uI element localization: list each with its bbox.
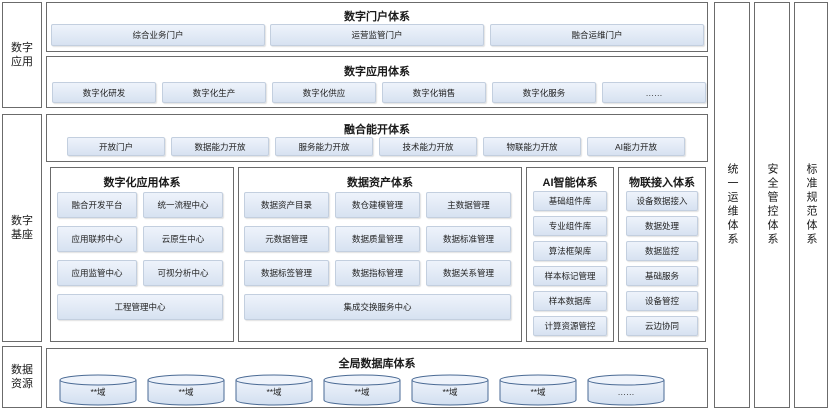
database-domain-label: **域	[90, 387, 106, 397]
ai-item: 算法框架库	[533, 241, 607, 261]
digital-app-item: 统一流程中心	[143, 192, 223, 218]
ai-title: AI智能体系	[542, 177, 598, 189]
data-asset-item: 数据标准管理	[426, 226, 511, 252]
database-domain-cylinder: **域	[147, 374, 225, 406]
iot-item: 数据处理	[626, 216, 698, 236]
digital-app-system: 数字化应用体系 融合开发平台统一流程中心应用联邦中心云原生中心应用监管中心可视分…	[50, 167, 234, 342]
digital-app-item: 云原生中心	[143, 226, 223, 252]
ops-system-column: 统一运维体系	[714, 2, 750, 408]
enablement-item: 物联能力开放	[483, 137, 581, 156]
application-item: 数字化销售	[382, 82, 486, 103]
database-domain-label: **域	[530, 387, 546, 397]
enablement-item: 开放门户	[67, 137, 165, 156]
data-asset-item: 主数据管理	[426, 192, 511, 218]
data-asset-item: 数据标签管理	[244, 260, 329, 286]
iot-item: 设备数据接入	[626, 191, 698, 211]
application-item: 数字化生产	[162, 82, 266, 103]
enablement-item: AI能力开放	[587, 137, 685, 156]
left-label-digital-base: 数字基座	[2, 114, 42, 342]
enablement-system: 融合能开体系 开放门户数据能力开放服务能力开放技术能力开放物联能力开放 AI能力开…	[46, 114, 708, 162]
application-item: 数字化供应	[272, 82, 376, 103]
database-domain-label: **域	[178, 387, 194, 397]
iot-title: 物联接入体系	[629, 177, 695, 189]
database-domain-label: ……	[618, 387, 635, 397]
database-system: 全局数据库体系 **域 **域 **域 **域 **域 **域 ……	[46, 348, 708, 408]
database-domain-label: **域	[354, 387, 370, 397]
database-domain-cylinder: **域	[235, 374, 313, 406]
ai-item: 专业组件库	[533, 216, 607, 236]
iot-item: 数据监控	[626, 241, 698, 261]
portal-item: 综合业务门户	[51, 24, 265, 46]
database-domain-cylinder: ……	[587, 374, 665, 406]
data-asset-item: 数仓建模管理	[335, 192, 420, 218]
database-domain-cylinder: **域	[59, 374, 137, 406]
ai-item: 基础组件库	[533, 191, 607, 211]
data-asset-item: 数据关系管理	[426, 260, 511, 286]
database-domain-cylinder: **域	[323, 374, 401, 406]
database-domain-cylinder: **域	[499, 374, 577, 406]
application-item: 数字化服务	[492, 82, 596, 103]
data-asset-item: 元数据管理	[244, 226, 329, 252]
portal-item: 融合运维门户	[490, 24, 704, 46]
iot-system: 物联接入体系 设备数据接入数据处理数据监控基础服务设备管控云边协同	[618, 167, 706, 342]
left-label-digital-app: 数字应用	[2, 2, 42, 108]
data-asset-title: 数据资产体系	[347, 177, 413, 189]
digital-app-item: 应用联邦中心	[57, 226, 137, 252]
digital-app-item: 融合开发平台	[57, 192, 137, 218]
iot-item: 设备管控	[626, 291, 698, 311]
database-domain-cylinder: **域	[411, 374, 489, 406]
ai-item: 样本数据库	[533, 291, 607, 311]
database-title: 全局数据库体系	[338, 358, 416, 370]
ai-item: 计算资源管控	[533, 316, 607, 336]
digital-app-item: 应用监管中心	[57, 260, 137, 286]
portal-title: 数字门户体系	[344, 11, 410, 23]
application-item: 数字化研发	[52, 82, 156, 103]
portal-item: 运营监管门户	[270, 24, 484, 46]
enablement-item: 服务能力开放	[275, 137, 373, 156]
data-asset-item: 数据质量管理	[335, 226, 420, 252]
data-asset-item: 数据资产目录	[244, 192, 329, 218]
database-domain-label: **域	[266, 387, 282, 397]
ai-system: AI智能体系 基础组件库专业组件库算法框架库样本标记管理样本数据库计算资源管控	[526, 167, 614, 342]
digital-app-item: 可视分析中心	[143, 260, 223, 286]
left-label-data-resource: 数据资源	[2, 346, 42, 408]
application-title: 数字应用体系	[344, 66, 410, 78]
security-system-column: 安全管控体系	[754, 2, 790, 408]
application-system: 数字应用体系 数字化研发数字化生产数字化供应数字化销售数字化服务 ……	[46, 56, 708, 108]
data-asset-item: 数据指标管理	[335, 260, 420, 286]
standards-system-column: 标准规范体系	[794, 2, 828, 408]
enablement-title: 融合能开体系	[344, 124, 410, 136]
digital-app-wide-item: 工程管理中心	[57, 294, 223, 320]
iot-item: 基础服务	[626, 266, 698, 286]
application-item: ……	[602, 82, 706, 103]
portal-system: 数字门户体系 综合业务门户运营监管门户融合运维门户	[46, 2, 708, 52]
data-asset-system: 数据资产体系 数据资产目录数仓建模管理主数据管理元数据管理数据质量管理数据标准管…	[238, 167, 522, 342]
iot-item: 云边协同	[626, 316, 698, 336]
database-domain-label: **域	[442, 387, 458, 397]
data-asset-wide-item: 集成交换服务中心	[244, 294, 511, 320]
digital-app-title: 数字化应用体系	[103, 177, 181, 189]
enablement-item: 数据能力开放	[171, 137, 269, 156]
ai-item: 样本标记管理	[533, 266, 607, 286]
enablement-item: 技术能力开放	[379, 137, 477, 156]
